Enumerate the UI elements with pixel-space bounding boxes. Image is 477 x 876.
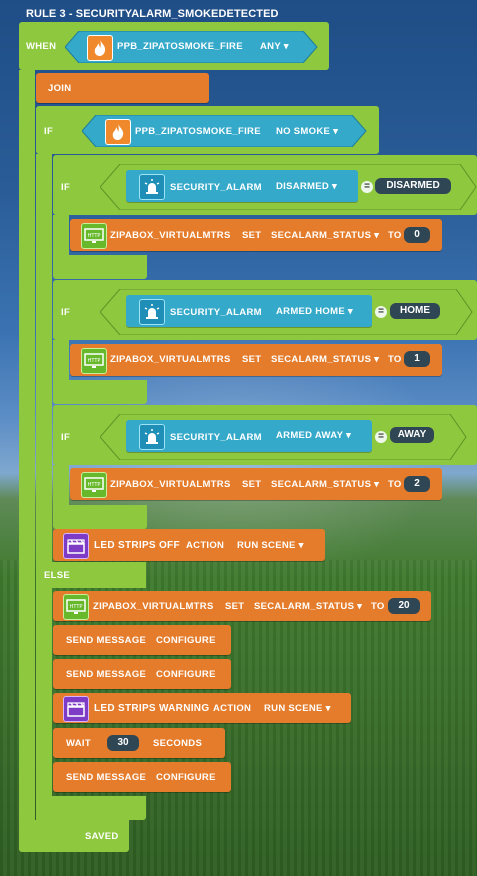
else-set-block[interactable] bbox=[53, 591, 431, 621]
fire-icon bbox=[105, 119, 131, 145]
send-message-label-3: SEND MESSAGE bbox=[66, 772, 147, 783]
set-attribute-dropdown-2[interactable]: SECALARM_STATUS bbox=[271, 354, 379, 365]
http-monitor-icon: HTTP bbox=[81, 348, 107, 374]
configure-button-2[interactable]: CONFIGURE bbox=[156, 669, 216, 680]
set-value-3[interactable]: 2 bbox=[404, 476, 430, 492]
when-label: WHEN bbox=[26, 41, 57, 52]
svg-text:HTTP: HTTP bbox=[88, 358, 101, 364]
sub-if-state-dropdown-2[interactable]: ARMED HOME bbox=[276, 306, 353, 317]
seconds-label: SECONDS bbox=[153, 738, 203, 749]
sub-if-state-dropdown-1[interactable]: DISARMED bbox=[276, 181, 337, 192]
svg-text:HTTP: HTTP bbox=[88, 233, 101, 239]
to-keyword-3: TO bbox=[388, 479, 402, 490]
if-else-spine bbox=[36, 154, 52, 820]
if-else-foot bbox=[36, 796, 146, 820]
set-keyword-3: SET bbox=[242, 479, 262, 490]
alarm-light-icon bbox=[139, 174, 165, 200]
svg-text:HTTP: HTTP bbox=[88, 482, 101, 488]
send-message-label-2: SEND MESSAGE bbox=[66, 669, 147, 680]
else-to-keyword: TO bbox=[371, 601, 385, 612]
scene-warning-action-keyword: ACTION bbox=[213, 703, 252, 714]
scene-off-action-dropdown[interactable]: RUN SCENE bbox=[237, 540, 304, 551]
set-attribute-dropdown-1[interactable]: SECALARM_STATUS bbox=[271, 230, 379, 241]
if-condition-block[interactable] bbox=[82, 115, 370, 147]
if-value-dropdown[interactable]: NO SMOKE bbox=[276, 126, 338, 137]
http-monitor-icon: HTTP bbox=[63, 594, 89, 620]
else-bar bbox=[36, 562, 146, 588]
sub-if-label-3: IF bbox=[61, 432, 71, 443]
set-target-1: ZIPABOX_VIRTUALMTRS bbox=[110, 230, 231, 241]
set-target-2: ZIPABOX_VIRTUALMTRS bbox=[110, 354, 231, 365]
equals-operator-3[interactable]: = bbox=[375, 431, 387, 443]
set-value-1[interactable]: 0 bbox=[404, 227, 430, 243]
trigger-value-dropdown[interactable]: ANY bbox=[260, 41, 289, 52]
join-block[interactable] bbox=[36, 73, 209, 103]
set-keyword-1: SET bbox=[242, 230, 262, 241]
trigger-condition-block[interactable] bbox=[65, 31, 321, 63]
equals-operator-1[interactable]: = bbox=[361, 181, 373, 193]
sub-if-label-2: IF bbox=[61, 307, 71, 318]
equals-operator-2[interactable]: = bbox=[375, 306, 387, 318]
send-message-block-1[interactable] bbox=[53, 625, 231, 655]
scene-warning-action-dropdown[interactable]: RUN SCENE bbox=[264, 703, 331, 714]
http-monitor-icon: HTTP bbox=[81, 472, 107, 498]
else-set-value[interactable]: 20 bbox=[388, 598, 420, 614]
set-target-3: ZIPABOX_VIRTUALMTRS bbox=[110, 479, 231, 490]
configure-button-3[interactable]: CONFIGURE bbox=[156, 772, 216, 783]
when-block-foot bbox=[19, 820, 129, 852]
set-block-3[interactable] bbox=[70, 468, 442, 500]
else-set-keyword: SET bbox=[225, 601, 245, 612]
scene-off-action-keyword: ACTION bbox=[186, 540, 225, 551]
else-set-target: ZIPABOX_VIRTUALMTRS bbox=[93, 601, 214, 612]
set-block-1[interactable] bbox=[70, 219, 442, 251]
send-message-block-2[interactable] bbox=[53, 659, 231, 689]
set-keyword-2: SET bbox=[242, 354, 262, 365]
sub-if-compare-3[interactable]: AWAY bbox=[390, 427, 434, 443]
configure-button-1[interactable]: CONFIGURE bbox=[156, 635, 216, 646]
alarm-light-icon bbox=[139, 299, 165, 325]
wait-block[interactable] bbox=[53, 728, 225, 758]
sub-if-label-1: IF bbox=[61, 182, 71, 193]
fire-icon bbox=[87, 35, 113, 61]
svg-text:HTTP: HTTP bbox=[70, 604, 83, 610]
when-block-spine bbox=[19, 70, 35, 850]
if-label: IF bbox=[44, 126, 54, 137]
else-set-attribute-dropdown[interactable]: SECALARM_STATUS bbox=[254, 601, 362, 612]
sub-if-compare-2[interactable]: HOME bbox=[390, 303, 440, 319]
join-label: JOIN bbox=[48, 83, 72, 94]
http-monitor-icon: HTTP bbox=[81, 223, 107, 249]
clapperboard-icon bbox=[63, 533, 89, 559]
set-value-2[interactable]: 1 bbox=[404, 351, 430, 367]
send-message-label-1: SEND MESSAGE bbox=[66, 635, 147, 646]
to-keyword-2: TO bbox=[388, 354, 402, 365]
sub-if-device-2: SECURITY_ALARM bbox=[170, 307, 262, 318]
sub-if-device-1: SECURITY_ALARM bbox=[170, 182, 262, 193]
sub-if-state-dropdown-3[interactable]: ARMED AWAY bbox=[276, 430, 351, 441]
trigger-device-label: PPB_ZIPATOSMOKE_FIRE bbox=[117, 41, 243, 52]
sub-if-device-3: SECURITY_ALARM bbox=[170, 432, 262, 443]
rule-title: RULE 3 - SECURITYALARM_SMOKEDETECTED bbox=[26, 8, 279, 20]
else-label: ELSE bbox=[44, 570, 71, 581]
to-keyword-1: TO bbox=[388, 230, 402, 241]
saved-label: SAVED bbox=[85, 831, 119, 842]
alarm-light-icon bbox=[139, 424, 165, 450]
sub-if-compare-1[interactable]: DISARMED bbox=[375, 178, 451, 194]
wait-label: WAIT bbox=[66, 738, 91, 749]
clapperboard-icon bbox=[63, 696, 89, 722]
if-device-label: PPB_ZIPATOSMOKE_FIRE bbox=[135, 126, 261, 137]
send-message-block-3[interactable] bbox=[53, 762, 231, 792]
scene-off-name: LED STRIPS OFF bbox=[94, 540, 180, 551]
set-block-2[interactable] bbox=[70, 344, 442, 376]
scene-warning-name: LED STRIPS WARNING bbox=[94, 703, 210, 714]
wait-value[interactable]: 30 bbox=[107, 735, 139, 751]
set-attribute-dropdown-3[interactable]: SECALARM_STATUS bbox=[271, 479, 379, 490]
